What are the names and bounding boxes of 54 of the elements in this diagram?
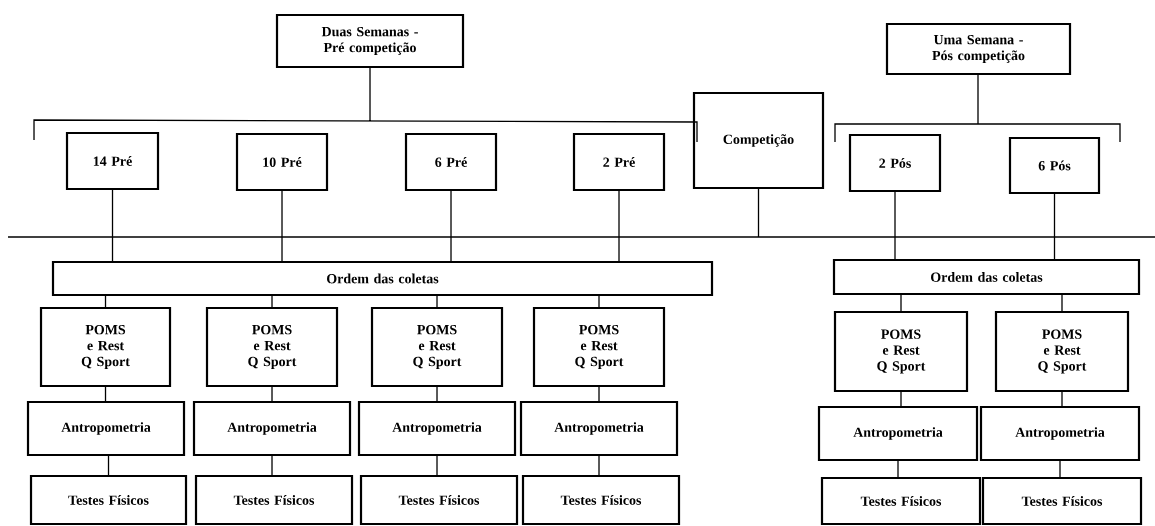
day-box: 6 Pós (1008, 136, 1101, 195)
day-box: 14 Pré (65, 131, 160, 191)
connector-line (1061, 293, 1063, 313)
connector-line (436, 294, 438, 309)
connector-line (271, 294, 273, 309)
sequence-box: Ordem das coletas (51, 260, 714, 297)
connector-line (436, 385, 438, 403)
step-box: POMS e Rest Q Sport (532, 306, 666, 388)
step-box: Antropometria (979, 405, 1141, 462)
step-box: Testes Físicos (194, 474, 354, 526)
connector-line (598, 385, 600, 403)
step-box: Testes Físicos (981, 476, 1143, 526)
connector-line (618, 189, 620, 263)
connector-line (900, 390, 902, 408)
connector-line (104, 294, 107, 309)
connector-line (900, 293, 902, 313)
period-box: Duas Semanas - Pré competição (275, 13, 465, 69)
day-box: 6 Pré (404, 132, 498, 192)
step-box: POMS e Rest Q Sport (39, 306, 172, 388)
connector-line (598, 294, 600, 309)
connector-line (450, 189, 452, 263)
connector-line (1059, 459, 1061, 479)
connector-line (757, 187, 760, 238)
period-box: Uma Semana - Pós competição (885, 22, 1072, 76)
connector-line (894, 190, 896, 261)
step-box: Testes Físicos (29, 474, 188, 526)
step-box: Antropometria (817, 405, 979, 462)
day-box: 2 Pós (848, 133, 942, 193)
connector-line (897, 459, 899, 479)
step-box: Testes Físicos (820, 476, 982, 526)
connector-line (271, 385, 273, 403)
connector-line (1053, 192, 1056, 261)
connector-line (1061, 390, 1063, 408)
step-box: Antropometria (192, 400, 352, 457)
step-box: POMS e Rest Q Sport (370, 306, 504, 388)
sequence-box: Ordem das coletas (832, 258, 1141, 296)
step-box: Testes Físicos (359, 474, 519, 526)
step-box: Testes Físicos (521, 474, 681, 526)
step-box: Antropometria (519, 400, 679, 457)
competition-box: Competição (692, 91, 825, 190)
day-box: 10 Pré (235, 132, 329, 192)
step-box: Antropometria (26, 400, 186, 457)
step-box: POMS e Rest Q Sport (994, 310, 1130, 393)
day-box: 2 Pré (572, 132, 666, 192)
connector-line (104, 385, 107, 403)
step-box: POMS e Rest Q Sport (205, 306, 339, 388)
connector-line (271, 454, 273, 477)
connector-line (107, 454, 110, 477)
step-box: POMS e Rest Q Sport (833, 310, 969, 393)
connector-line (281, 189, 283, 263)
connector-line (111, 188, 114, 263)
connector-line (436, 454, 438, 477)
connector-line (598, 454, 600, 477)
step-box: Antropometria (357, 400, 517, 457)
